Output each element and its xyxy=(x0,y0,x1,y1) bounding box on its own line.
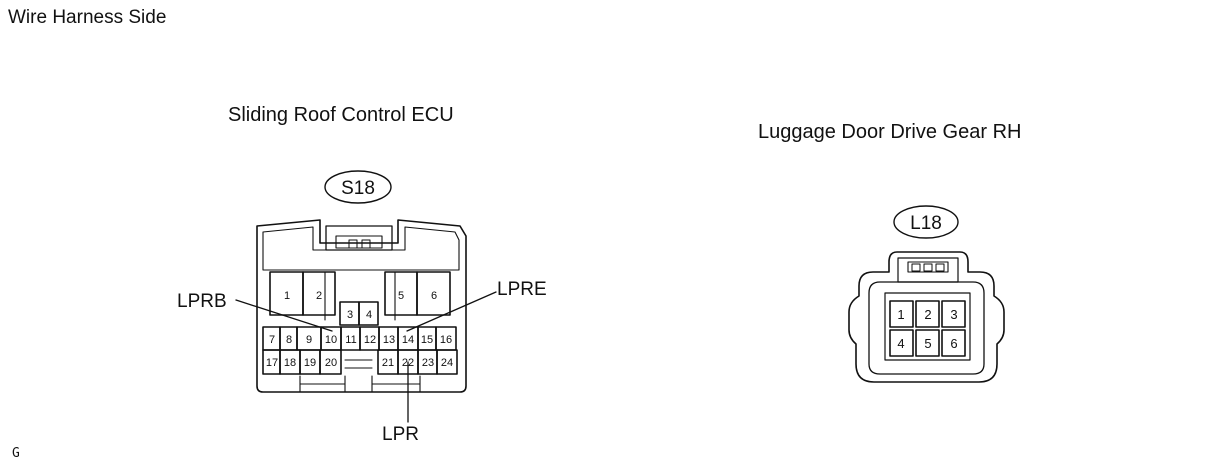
gear-pin-4 xyxy=(889,329,914,357)
gear-pin-3 xyxy=(941,300,966,328)
figure-mark: G xyxy=(12,446,20,461)
ecu-pin-number: 20 xyxy=(325,357,337,369)
gear-pin-1 xyxy=(889,300,914,328)
gear-pin-5 xyxy=(915,329,940,357)
page-heading: Wire Harness Side xyxy=(8,7,167,28)
ecu-pin-number: 2 xyxy=(316,290,322,302)
ecu-pin-number: 23 xyxy=(422,357,434,369)
ecu-latch xyxy=(325,225,393,251)
ecu-pin-number: 13 xyxy=(383,334,395,346)
ecu-code-label: S18 xyxy=(341,178,375,199)
gear-inner-shell xyxy=(868,281,985,375)
ecu-latch-inner xyxy=(335,235,383,249)
ecu-connector-title: Sliding Roof Control ECU xyxy=(228,104,454,126)
ecu-pin-2 xyxy=(302,271,336,316)
wire-label-lprb: LPRB xyxy=(177,291,227,312)
ecu-pin-number: 8 xyxy=(286,334,292,346)
ecu-pin-number: 9 xyxy=(306,334,312,346)
gear-latch xyxy=(897,257,959,283)
ecu-pin-number: 7 xyxy=(269,334,275,346)
wire-label-lpre: LPRE xyxy=(497,279,547,300)
ecu-pin-number: 3 xyxy=(347,309,353,321)
ecu-pin-number: 21 xyxy=(382,357,394,369)
gear-code-label: L18 xyxy=(910,213,942,234)
gear-pin-number: 2 xyxy=(924,307,931,322)
ecu-pin-24 xyxy=(436,349,458,375)
gear-code-badge xyxy=(893,205,959,239)
gear-pin-number: 4 xyxy=(897,336,904,351)
gear-pin-number: 1 xyxy=(897,307,904,322)
ecu-connector-body xyxy=(256,219,467,393)
lpre-leader xyxy=(406,291,497,332)
gear-pin-number: 5 xyxy=(924,336,931,351)
ecu-pin-6 xyxy=(416,271,451,316)
ecu-pin-number: 14 xyxy=(402,334,414,346)
ecu-pin-number: 24 xyxy=(441,357,453,369)
ecu-pin-number: 19 xyxy=(304,357,316,369)
ecu-pin-20 xyxy=(319,349,342,375)
gear-pin-frame xyxy=(884,292,971,361)
lprb-leader xyxy=(235,299,333,332)
ecu-pin-4 xyxy=(358,301,379,326)
gear-pin-2 xyxy=(915,300,940,328)
ecu-pin-number: 6 xyxy=(431,290,437,302)
gear-connector-title: Luggage Door Drive Gear RH xyxy=(758,121,1022,143)
ecu-pin-number: 22 xyxy=(402,357,414,369)
ecu-pin-number: 1 xyxy=(284,290,290,302)
ecu-pin-number: 4 xyxy=(366,309,372,321)
ecu-pin-number: 11 xyxy=(345,334,356,346)
ecu-code-badge xyxy=(324,170,392,204)
ecu-bottom-keys xyxy=(299,375,421,393)
gear-connector-body xyxy=(848,251,1005,383)
gear-pin-number: 6 xyxy=(950,336,957,351)
ecu-pin-number: 18 xyxy=(284,357,296,369)
ecu-inner-outline xyxy=(262,226,460,271)
gear-pin-6 xyxy=(941,329,966,357)
ecu-pin-number: 16 xyxy=(440,334,452,346)
ecu-pin-number: 15 xyxy=(421,334,433,346)
ecu-pin-number: 10 xyxy=(325,334,337,346)
ecu-pin-number: 17 xyxy=(266,357,278,369)
ecu-pin-number: 5 xyxy=(398,290,404,302)
gear-pin-number: 3 xyxy=(950,307,957,322)
wire-label-lpr: LPR xyxy=(382,424,419,445)
ecu-pin-number: 12 xyxy=(364,334,376,346)
